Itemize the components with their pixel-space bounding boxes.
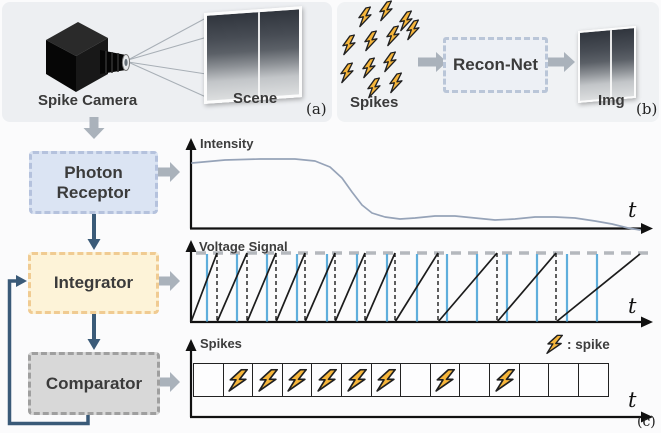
spike-bolt-icon: [339, 34, 359, 57]
spike-legend-bolt-icon: [546, 334, 563, 355]
spike-cell-empty: [548, 363, 580, 397]
comparator-box: Comparator: [28, 352, 160, 415]
recon-net-label: Recon-Net: [452, 55, 538, 74]
spike-bolt-icon: [359, 57, 379, 80]
spike-train: [193, 363, 609, 397]
panel-b-tag: (b): [636, 100, 658, 118]
integrator-label: Integrator: [53, 273, 134, 292]
spike-bolt-icon: [435, 368, 455, 393]
spikes-plot-label: Spikes: [200, 336, 242, 351]
comparator-right-arrow: [157, 372, 180, 392]
spike-bolt-icon: [376, 368, 396, 393]
integrator-box: Integrator: [28, 252, 159, 314]
spike-legend: : spike: [546, 334, 610, 355]
spike-bolt-icon: [347, 368, 367, 393]
spike-cell-filled: [370, 363, 402, 397]
panel-c-tag: (c): [637, 414, 656, 430]
spike-cell-empty: [459, 363, 491, 397]
photon-receptor-label: Photon Receptor: [56, 162, 131, 202]
spike-cell-filled: [252, 363, 284, 397]
photon-right-arrow: [157, 162, 180, 182]
spike-bolt-icon: [361, 30, 381, 53]
spike-bolt-icon: [386, 72, 406, 95]
spike-bolt-icon: [258, 368, 278, 393]
spike-cell-filled: [222, 363, 254, 397]
spike-bolt-icon: [376, 0, 396, 22]
comparator-label: Comparator: [45, 373, 143, 393]
spike-cell-filled: [281, 363, 313, 397]
spike-cell-filled: [311, 363, 343, 397]
integrator-right-arrow: [157, 271, 180, 291]
intensity-curve: [191, 158, 641, 231]
voltage-sawtooth: [190, 251, 648, 323]
spikes-cluster: [0, 0, 661, 124]
spikes-cluster-label: Spikes: [350, 94, 399, 111]
spike-cell-empty: [193, 363, 225, 397]
recon-net-box: Recon-Net: [443, 37, 548, 93]
voltage-plot-label: Voltage Signal: [199, 239, 288, 254]
intensity-t-label: t: [628, 198, 637, 222]
spike-cell-filled: [488, 363, 521, 397]
spike-cell-empty: [400, 363, 432, 397]
intensity-plot-label: Intensity: [200, 136, 254, 151]
spike-legend-text: : spike: [567, 337, 610, 352]
spike-bolt-icon: [495, 368, 515, 393]
scene-label: Scene: [233, 90, 278, 107]
spike-bolt-icon: [380, 51, 400, 74]
photon-receptor-box: Photon Receptor: [29, 151, 158, 214]
spikes-t-label: t: [628, 388, 637, 412]
reconstructed-image-divider: [609, 30, 612, 99]
img-label: Img: [598, 92, 625, 109]
spike-cell-filled: [429, 363, 461, 397]
spike-cell-empty: [518, 363, 550, 397]
panel-a-tag: (a): [306, 100, 327, 118]
spike-bolt-icon: [287, 368, 307, 393]
voltage-t-label: t: [628, 294, 637, 318]
spike-bolt-icon: [355, 6, 375, 29]
spike-bolt-icon: [403, 19, 423, 42]
spike-bolt-icon: [317, 368, 337, 393]
spike-cell-empty: [577, 363, 609, 397]
spike-cell-filled: [340, 363, 373, 397]
spike-camera-label: Spike Camera: [38, 92, 138, 109]
spike-bolt-icon: [337, 62, 357, 85]
spike-bolt-icon: [228, 368, 248, 393]
